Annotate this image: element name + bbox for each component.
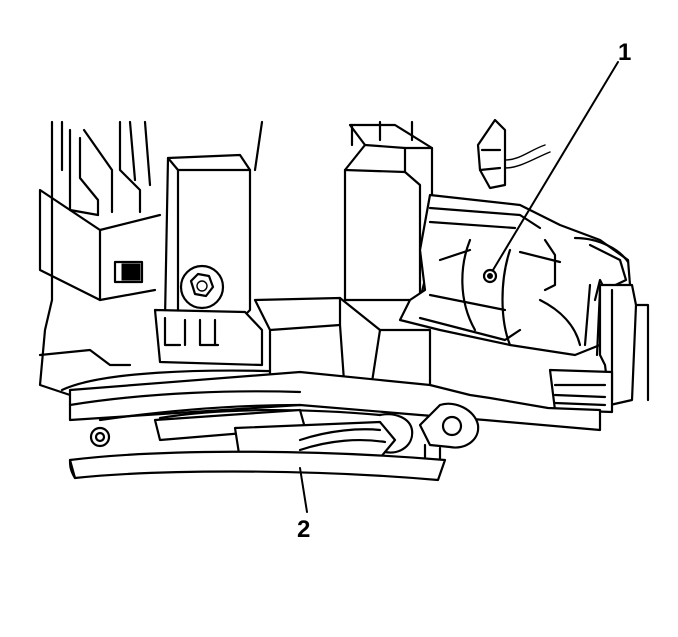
- callout-1: 1: [492, 39, 631, 271]
- key-cylinder: [398, 193, 650, 414]
- callout-2: 2: [297, 467, 310, 543]
- lock-housing: [253, 120, 434, 397]
- callout-1-label: 1: [618, 39, 631, 66]
- mounting-bracket: [153, 120, 264, 367]
- spring-plate: [153, 408, 414, 462]
- hex-bolt: [179, 264, 225, 310]
- lower-flange: [68, 370, 602, 464]
- left-housing: [38, 120, 302, 397]
- callout-2-label: 2: [297, 516, 310, 543]
- connector-clip: [476, 118, 551, 190]
- bottom-ring: [68, 450, 447, 482]
